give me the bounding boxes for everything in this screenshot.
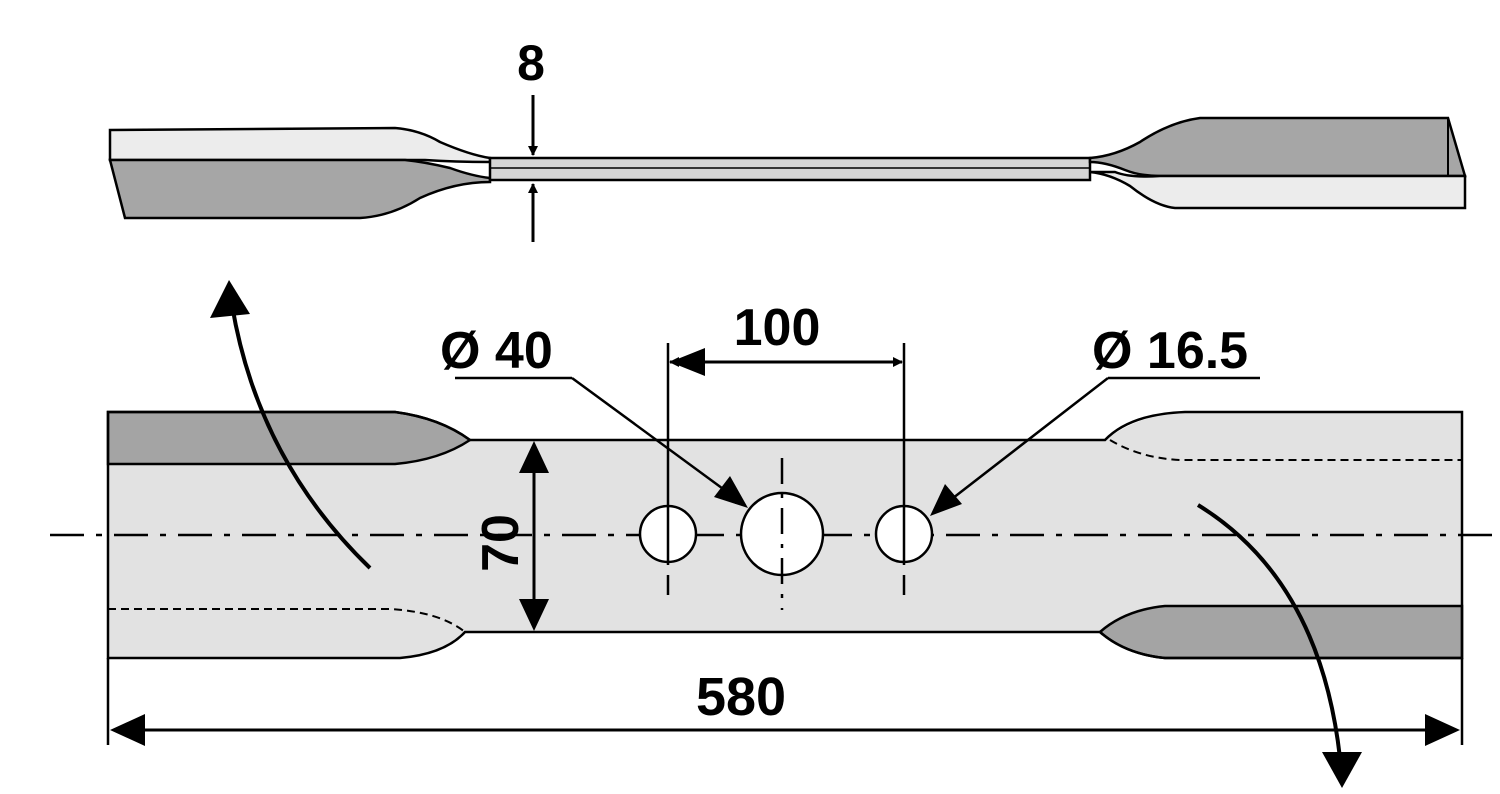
hole-spacing-label: 100 [734, 299, 821, 357]
side-view-left-front-face [108, 158, 492, 220]
side-view-right-front-face [1089, 170, 1467, 210]
length-label: 580 [696, 667, 786, 727]
rotation-arrow-right [1196, 503, 1342, 759]
rotation-arrow-left [230, 304, 372, 570]
thickness-label: 8 [517, 35, 545, 91]
side-view-right-top-face [1088, 116, 1467, 178]
side-view [108, 116, 1467, 220]
length-dimension: 580 [106, 658, 1464, 746]
small-hole-diameter-label: Ø 16.5 [1092, 322, 1248, 380]
large-hole-leader: Ø 40 [440, 322, 748, 508]
small-hole-leader: Ø 16.5 [930, 322, 1260, 516]
plan-view-left-bevel [106, 410, 473, 466]
thickness-dimension: 8 [517, 35, 545, 242]
hole-spacing-dimension: 100 [666, 299, 906, 565]
plan-view-right-bevel [1098, 604, 1464, 660]
side-view-left-top-face [108, 126, 492, 164]
width-label: 70 [472, 514, 530, 572]
large-hole-diameter-label: Ø 40 [440, 322, 553, 380]
width-dimension: 70 [472, 441, 549, 631]
side-view-thin-section [488, 156, 1092, 182]
rotation-arrows [210, 280, 1362, 788]
